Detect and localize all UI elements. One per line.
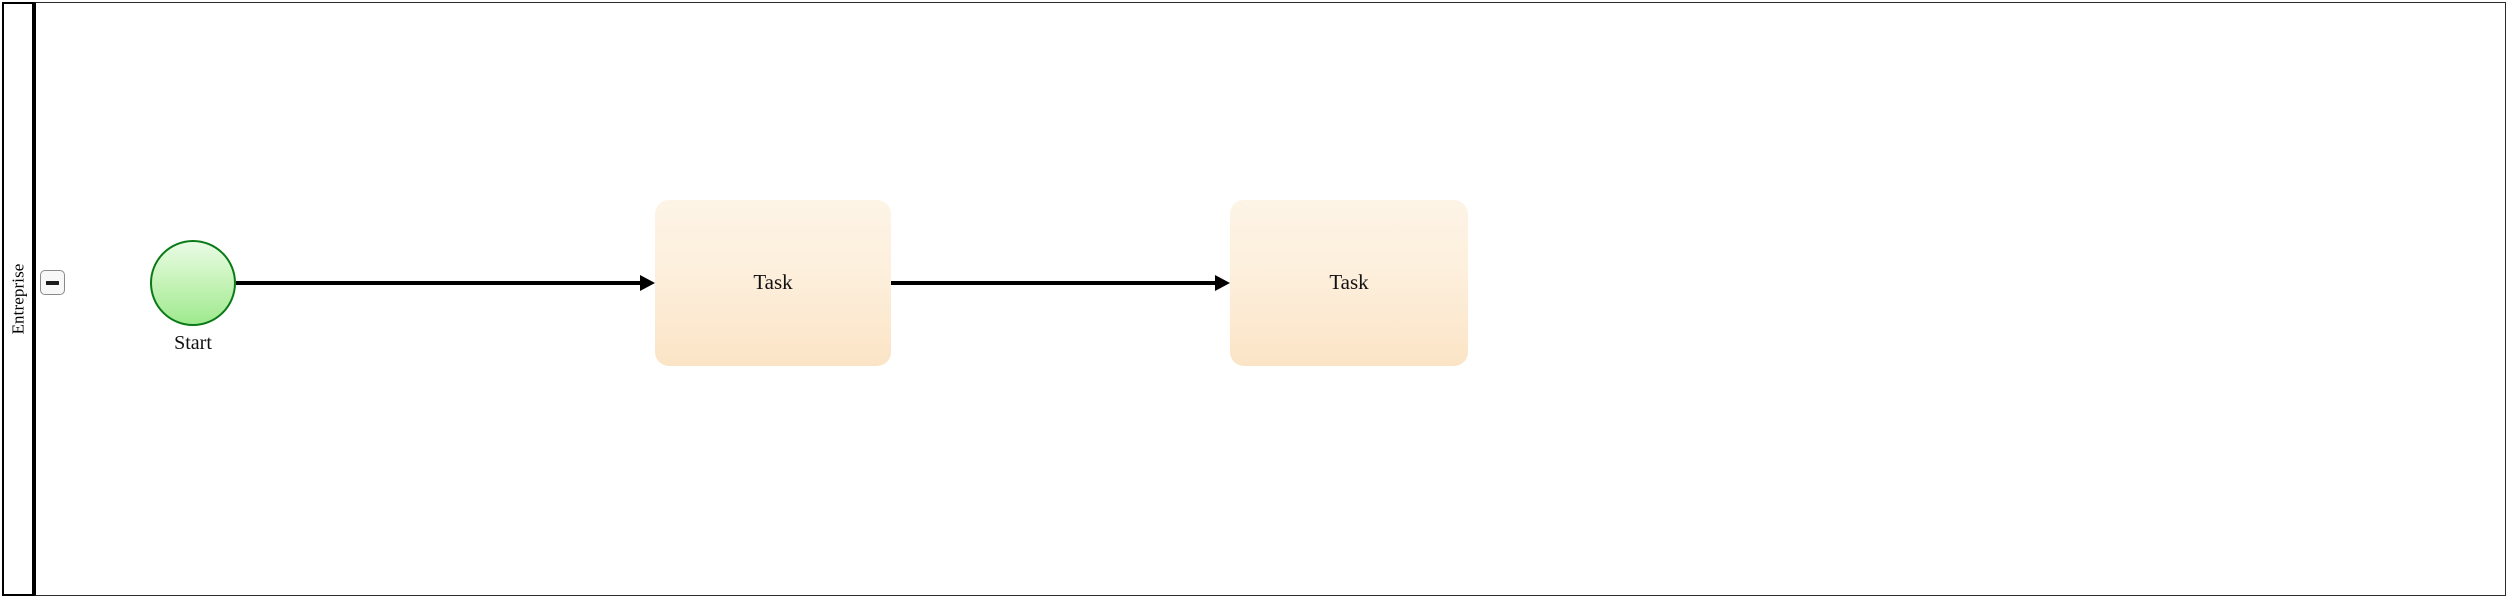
task-node-1[interactable]: Task (655, 200, 891, 366)
flow-line (236, 281, 640, 285)
start-event-circle[interactable] (150, 240, 236, 326)
lane-header-entreprise[interactable]: Entreprise (2, 2, 34, 596)
start-event-label: Start (174, 332, 212, 354)
arrowhead-icon (1215, 275, 1230, 291)
minus-icon (46, 280, 59, 285)
arrowhead-icon (640, 275, 655, 291)
lane-title-label: Entreprise (8, 263, 28, 335)
start-event[interactable]: Start (150, 240, 236, 354)
task-node-2[interactable]: Task (1230, 200, 1468, 366)
task-label: Task (1329, 270, 1369, 295)
lane-collapse-button[interactable] (40, 270, 65, 295)
flow-line (891, 281, 1215, 285)
task-label: Task (753, 270, 793, 295)
